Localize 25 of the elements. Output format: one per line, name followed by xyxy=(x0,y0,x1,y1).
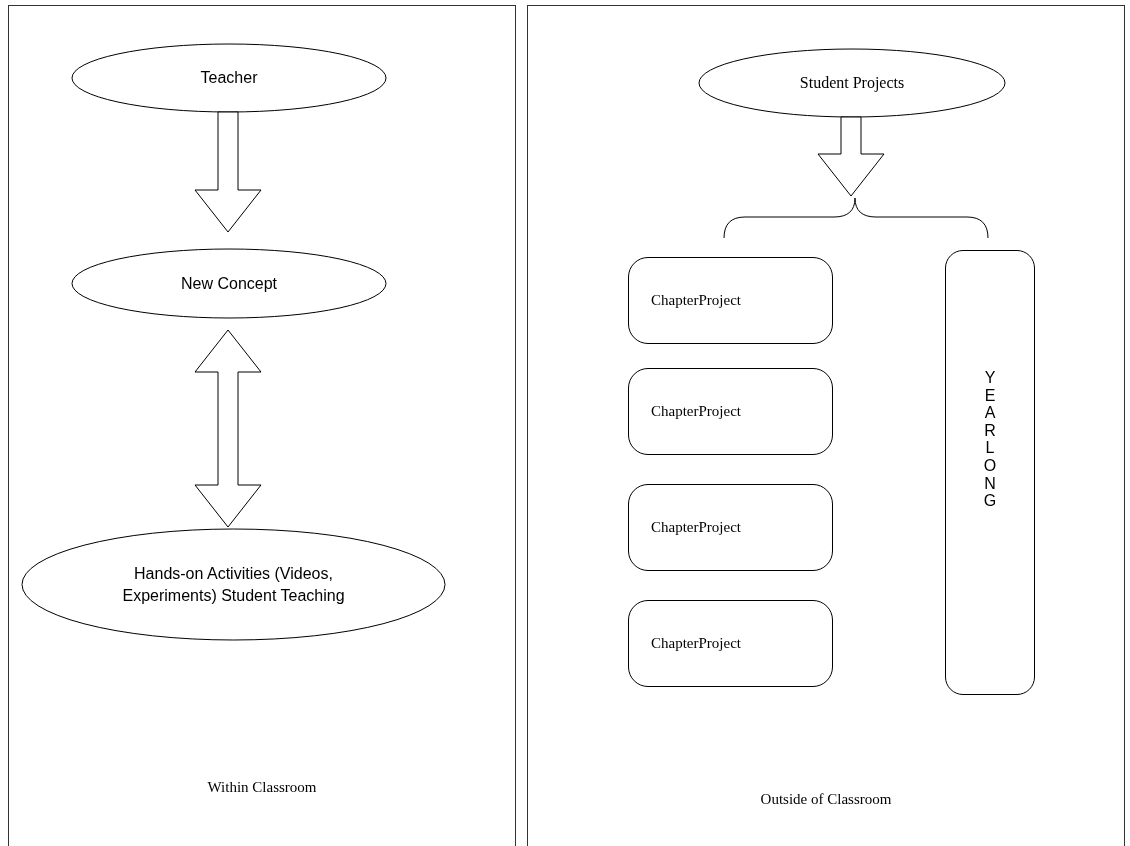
ellipse-node xyxy=(71,43,387,113)
rounded-box xyxy=(628,484,833,571)
block-arrow xyxy=(194,329,262,528)
node-label: Teacher xyxy=(199,68,259,88)
node-label: ChapterProject xyxy=(651,518,741,538)
node-label: ChapterProject xyxy=(651,291,741,311)
node-label: ChapterProject xyxy=(651,402,741,422)
ellipse-node xyxy=(71,248,387,319)
block-arrow xyxy=(817,116,885,197)
ellipse-node xyxy=(21,528,446,641)
vertical-label: YEARLONG xyxy=(982,369,998,512)
block-arrow xyxy=(194,111,262,233)
rounded-box xyxy=(628,600,833,687)
ellipse-node xyxy=(698,48,1006,118)
rounded-box xyxy=(628,368,833,455)
node-label: Student Projects xyxy=(798,73,906,94)
node-label: Hands-on Activities (Videos, Experiments) Student Teaching xyxy=(121,563,346,606)
node-label: ChapterProject xyxy=(651,634,741,654)
panel xyxy=(527,5,1125,846)
tall-rounded-box xyxy=(945,250,1035,695)
panel xyxy=(8,5,516,846)
node-label: New Concept xyxy=(179,273,278,294)
rounded-box xyxy=(628,257,833,344)
panel-caption: Outside of Classroom xyxy=(759,790,893,809)
panel-caption: Within Classroom xyxy=(206,778,318,797)
